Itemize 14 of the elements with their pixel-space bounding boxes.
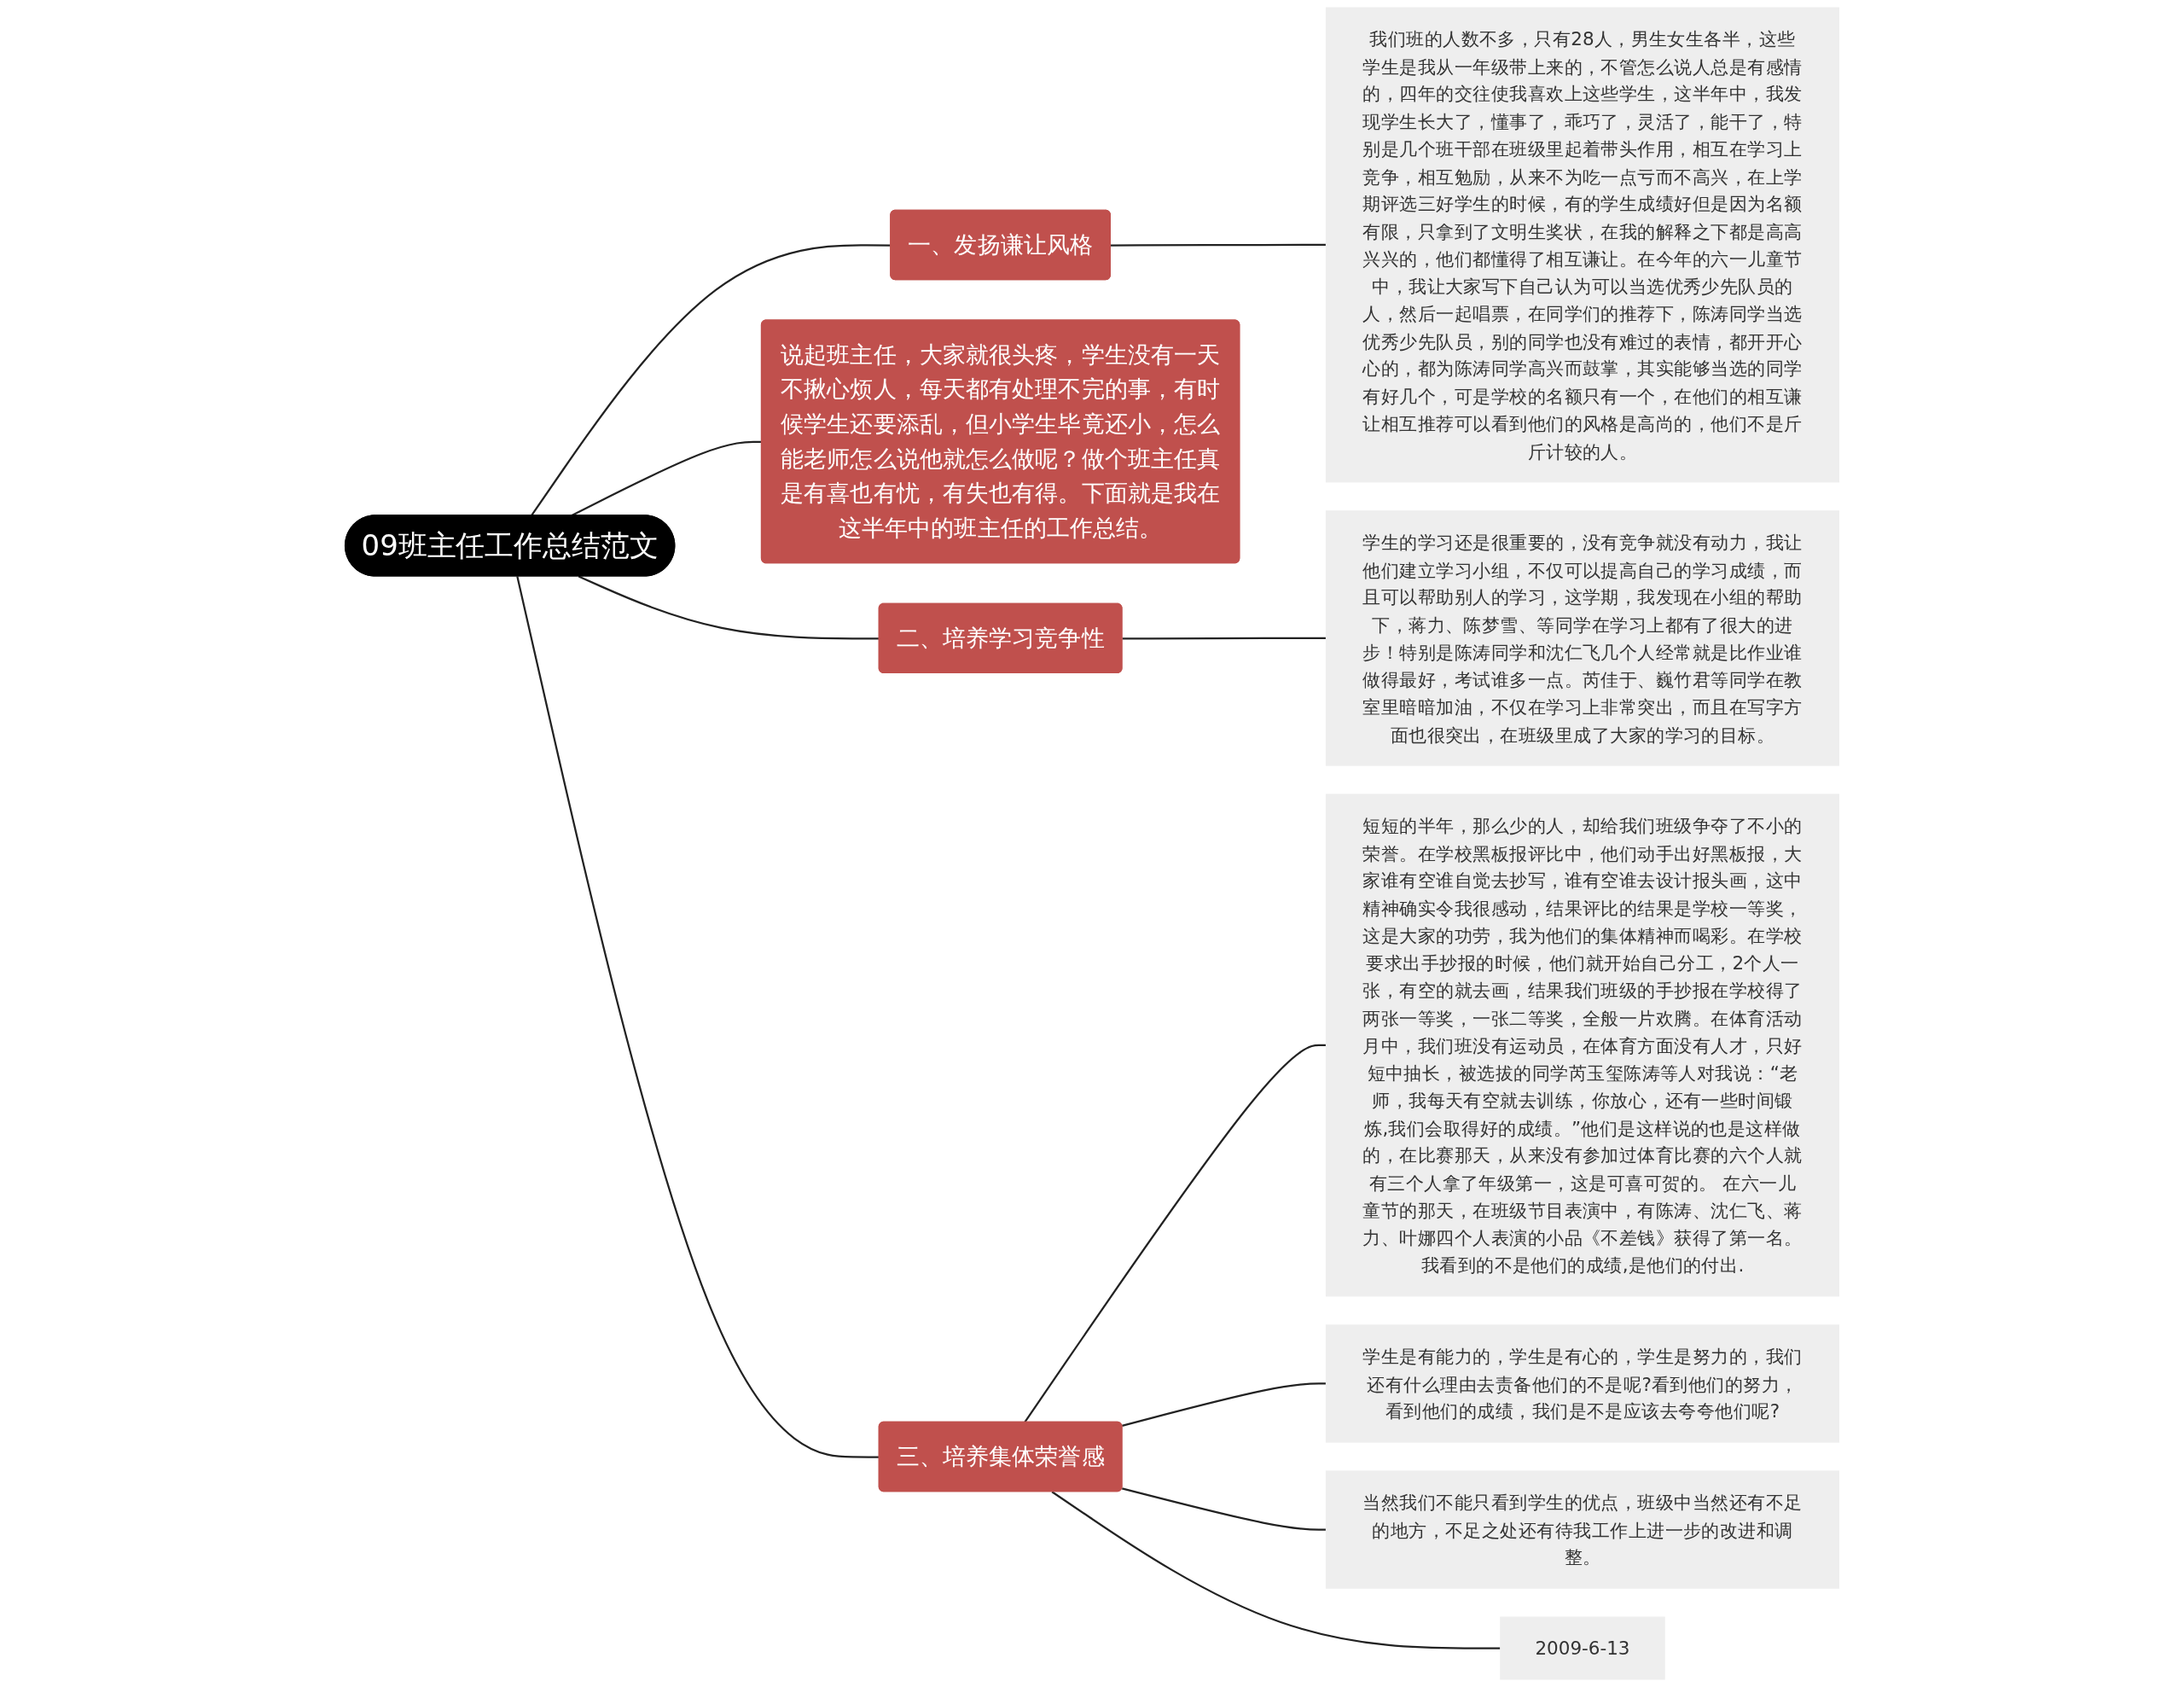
connector bbox=[1051, 1491, 1501, 1649]
node-box: 学生是有能力的，学生是有心的，学生是努力的，我们还有什么理由去责备他们的不是呢?看到他们的努力，看到他们的成绩，我们是不是应该去夸夸他们呢? bbox=[1325, 1324, 1840, 1443]
connector bbox=[1122, 637, 1327, 640]
node-box: 我们班的人数不多，只有28人，男生女生各半，这些学生是我从一年级带上来的，不管怎么说人总是有感情的，四年的交往使我喜欢上这些学生，这半年中，我发现学生长大了，懂事了，乖巧了，灵活了，能干了，特别是几个班干部在班级里起着带头作用，相互在学习上竞争，相互勉励，从来不为吃一点亏而不高兴，在上学期评选三好学生的时候，有的学生成绩好但是因为名额有限，只拿到了文明生奖状，在我的解释之下都是高高兴兴的，他们都懂得了相互谦让。在今年的六一儿童节中，我让大家写下自己认为可以当选优秀少先队员的人，然后一起唱票，在同学们的推荐下，陈涛同学当选优秀少先队员，别的同学也没有难过的表情，都开开心心的，都为陈涛同学高兴而鼓掌，其实能够当选的同学有好几个，可是学校的名额只有一个，在他们的相互谦让相互推荐可以看到他们的风格是高尚的，他们不是斤斤计较的人。 bbox=[1325, 7, 1840, 483]
connector bbox=[1121, 1382, 1327, 1427]
connector bbox=[1024, 1044, 1327, 1423]
connector bbox=[1110, 243, 1327, 247]
node-box: 当然我们不能只看到学生的优点，班级中当然还有不足的地方，不足之处还有待我工作上进一步的改进和调整。 bbox=[1325, 1470, 1840, 1589]
node-box: 2009-6-13 bbox=[1500, 1616, 1665, 1680]
connector bbox=[516, 576, 880, 1458]
connector bbox=[1121, 1487, 1327, 1531]
node-box: 学生的学习还是很重要的，没有竞争就没有动力，我让他们建立学习小组，不仅可以提高自己的学习成绩，而且可以帮助别人的学习，这学期，我发现在小组的帮助下，蒋力、陈梦雪、等同学在学习上都有了很大的进步！特别是陈涛同学和沈仁飞几个人经常就是比作业谁做得最好，考试谁多一点。芮佳于、巍竹君等同学在教室里暗暗加油，不仅在学习上非常突出，而且在写字方面也很突出，在班级里成了大家的学习的目标。 bbox=[1325, 510, 1840, 766]
node-box: 短短的半年，那么少的人，却给我们班级争夺了不小的荣誉。在学校黑板报评比中，他们动手出好黑板报，大家谁有空谁自觉去抄写，谁有空谁去设计报头画，这中精神确实令我很感动，结果评比的结果是学校一等奖，这是大家的功劳，我为他们的集体精神而喝彩。在学校要求出手抄报的时候，他们就开始自己分工，2个人一张，有空的就去画，结果我们班级的手抄报在学校得了两张一等奖，一张二等奖，全般一片欢腾。在体育活动月中，我们班没有运动员，在体育方面没有人才，只好短中抽长，被选拔的同学芮玉玺陈涛等人对我说：“老师，我每天有空就去训练，你放心，还有一些时间锻炼,我们会取得好的成绩。”他们是这样说的也是这样做的，在比赛那天，从来没有参加过体育比赛的六个人就有三个人拿了年级第一，这是可喜可贺的。 在六一儿童节的那天，在班级节目表演中，有陈涛、沈仁飞、蒋力、叶娜四个人表演的小品《不差钱》获得了第一名。我看到的不是他们的成绩,是他们的付出. bbox=[1325, 794, 1840, 1297]
connector bbox=[578, 575, 880, 640]
